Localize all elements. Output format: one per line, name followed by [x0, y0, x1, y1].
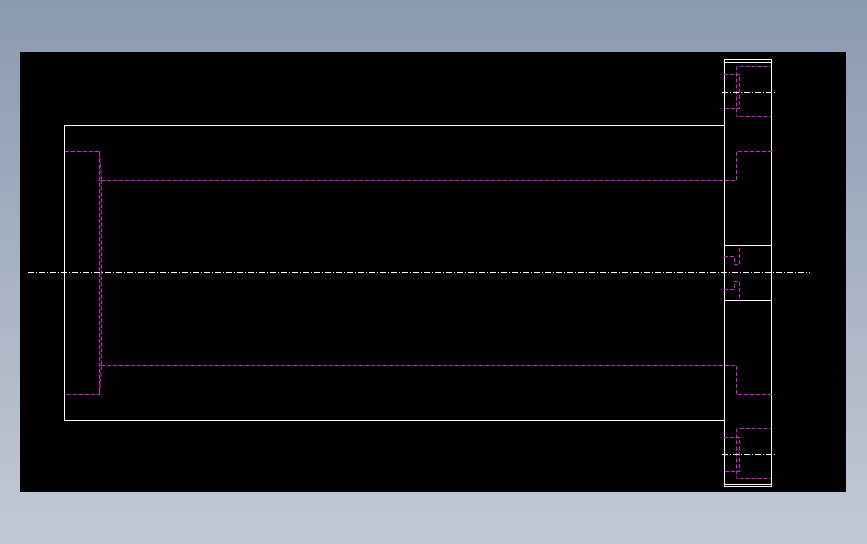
left-step-top [99, 151, 102, 181]
bore-detail-top [724, 245, 740, 265]
bottom-bolt-hole-outer [724, 437, 740, 472]
right-counterbore-top [736, 151, 772, 181]
top-bolt-hole-outer [724, 74, 740, 109]
hidden-edges [65, 66, 772, 479]
cad-drawing [28, 59, 810, 487]
cad-viewport[interactable] [20, 52, 846, 492]
center-lines [28, 92, 810, 455]
bore-detail-bottom [724, 281, 740, 301]
right-counterbore-bottom [736, 365, 772, 395]
left-step-bottom [99, 365, 102, 395]
